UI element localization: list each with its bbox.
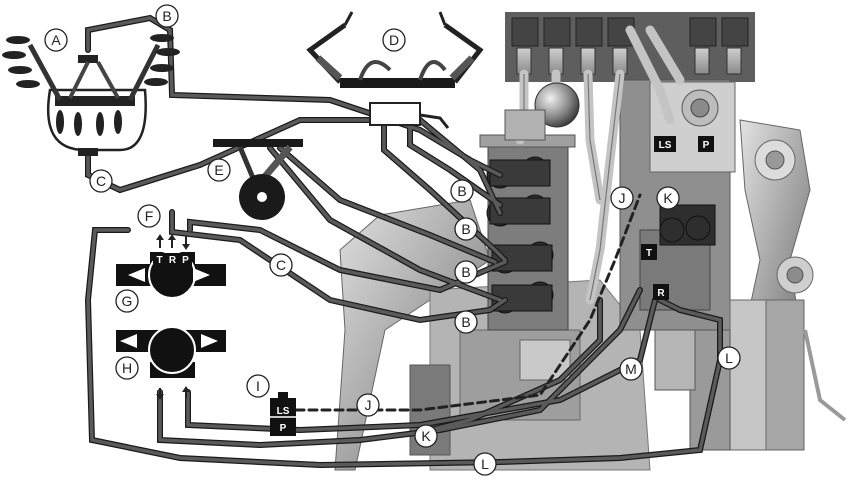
- svg-text:J: J: [365, 397, 372, 413]
- loader-valve: [369, 102, 421, 126]
- callout-a: A: [44, 28, 68, 52]
- block-i-port-p: P: [280, 423, 287, 434]
- callout-b-3: B: [454, 260, 478, 284]
- svg-text:C: C: [276, 257, 286, 273]
- tractor-port-p: P: [703, 140, 710, 151]
- callout-c-mid: C: [269, 253, 293, 277]
- callout-b-1: B: [450, 179, 474, 203]
- svg-text:K: K: [421, 428, 431, 444]
- motor-g-port-r: R: [169, 255, 177, 266]
- ls-p-block: [270, 392, 296, 436]
- motor-h-port-p: P: [183, 379, 190, 390]
- callout-b-4: B: [454, 310, 478, 334]
- block-i-port-ls: LS: [277, 406, 290, 417]
- svg-text:B: B: [461, 221, 470, 237]
- callout-c-left: C: [89, 169, 113, 193]
- callout-m: M: [619, 357, 643, 381]
- svg-text:I: I: [256, 378, 260, 394]
- motor-h: [116, 326, 226, 400]
- callout-i: I: [246, 374, 270, 398]
- svg-text:D: D: [389, 32, 399, 48]
- svg-text:F: F: [145, 208, 154, 224]
- callout-k-bottom: K: [414, 424, 438, 448]
- svg-text:H: H: [122, 360, 132, 376]
- svg-text:G: G: [122, 293, 133, 309]
- port-labels: T R P R P LS P LS P T R: [153, 136, 714, 434]
- callout-l-bottom: L: [473, 452, 497, 476]
- tractor-port-t: T: [646, 248, 652, 259]
- svg-text:B: B: [461, 314, 470, 330]
- callout-h: H: [115, 356, 139, 380]
- callout-k-top: K: [656, 186, 680, 210]
- svg-text:A: A: [51, 32, 61, 48]
- svg-text:C: C: [96, 173, 106, 189]
- svg-text:J: J: [619, 190, 626, 206]
- callout-g: G: [115, 289, 139, 313]
- ls-signal-line: [294, 193, 642, 412]
- ball-joint: [534, 82, 580, 128]
- motor-g-port-p: P: [182, 255, 189, 266]
- coupler-k-right: [659, 204, 716, 246]
- motor-h-port-r: R: [156, 379, 164, 390]
- motor-g-port-t: T: [156, 255, 162, 266]
- implement-e-wheel: [213, 139, 303, 220]
- callout-j-top: J: [610, 186, 634, 210]
- implement-a-sprayer: [2, 34, 180, 156]
- svg-text:B: B: [162, 8, 171, 24]
- callouts: A B C D E F G H: [44, 4, 741, 476]
- svg-text:B: B: [457, 183, 466, 199]
- callout-f: F: [137, 204, 161, 228]
- callout-e: E: [207, 158, 231, 182]
- callout-b-2: B: [454, 217, 478, 241]
- callout-l-right: L: [717, 346, 741, 370]
- tractor-port-r: R: [657, 288, 665, 299]
- svg-text:L: L: [725, 350, 733, 366]
- svg-text:K: K: [663, 190, 673, 206]
- svg-text:B: B: [461, 264, 470, 280]
- callout-b-top: B: [155, 4, 179, 28]
- lift-cylinder: [729, 299, 767, 451]
- svg-text:M: M: [625, 361, 637, 377]
- svg-text:L: L: [481, 456, 489, 472]
- callout-d: D: [382, 28, 406, 52]
- callout-j-bottom: J: [356, 393, 380, 417]
- tractor-port-ls: LS: [659, 140, 672, 151]
- implement-d-loader: [306, 11, 484, 129]
- svg-text:E: E: [214, 162, 223, 178]
